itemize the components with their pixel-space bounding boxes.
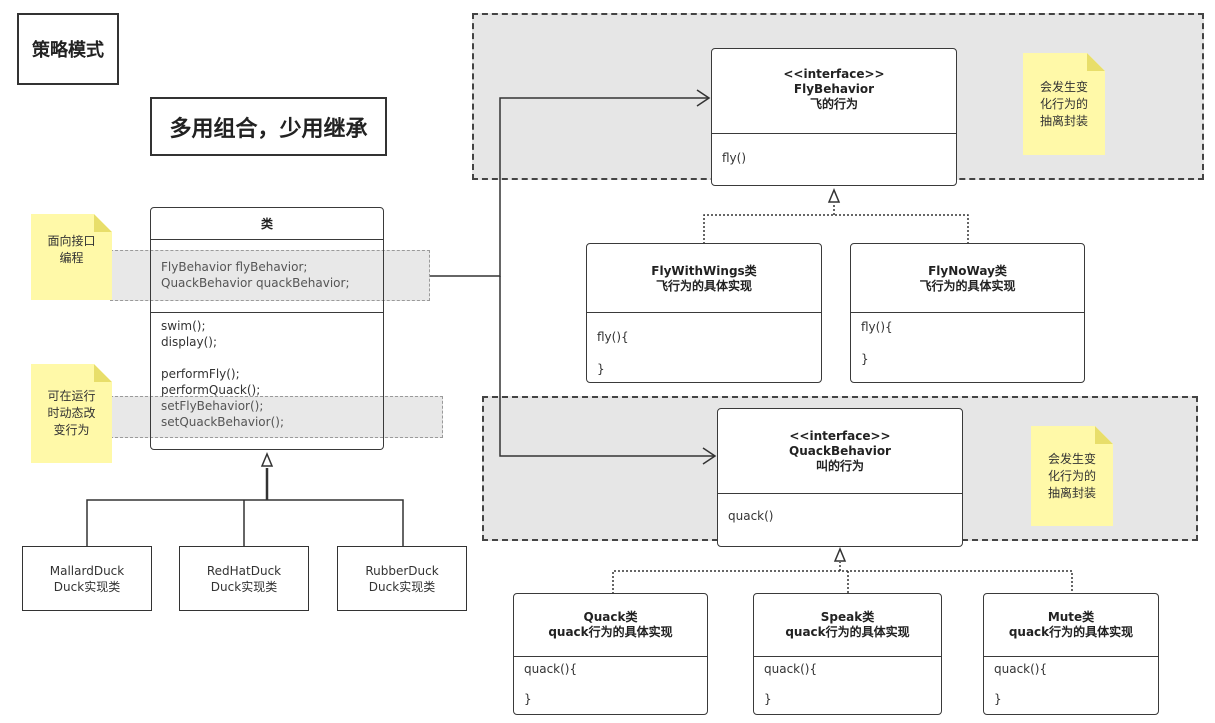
runtime-note-line-1: 可在运行 (47, 389, 96, 403)
mute-class-method-open: quack(){ (994, 662, 1048, 676)
subclass-desc: Duck实现类 (53, 579, 121, 594)
flynoway-method-open: fly(){ (861, 320, 893, 334)
flybehavior-name: FlyBehavior (793, 82, 875, 96)
fly-note-line-1: 会发生变 (1039, 79, 1088, 94)
duck-method-swim: swim(); (161, 319, 206, 333)
duck-field-fly: FlyBehavior flyBehavior; (161, 260, 308, 274)
quack-class-name: Quack类 (583, 610, 638, 624)
quack-encapsulation-note: 会发生变 化行为的 抽离封装 (1031, 426, 1113, 526)
subclass-desc: Duck实现类 (368, 579, 436, 594)
speak-class-method-close: } (764, 692, 772, 706)
setters-highlight (110, 396, 443, 438)
fly-note-line-2: 化行为的 (1039, 96, 1088, 111)
mute-class-name: Mute类 (1047, 610, 1095, 624)
subclass-name: RedHatDuck (206, 563, 282, 578)
subclass-rubberduck: RubberDuck Duck实现类 (337, 546, 467, 611)
page-title-text: 策略模式 (32, 40, 104, 61)
duck-method-performfly: performFly(); (161, 367, 240, 381)
quackbehavior-stereotype: <<interface>> (789, 429, 891, 443)
quack-association-line (499, 276, 714, 457)
runtime-change-note: 可在运行 时动态改 变行为 (31, 364, 112, 463)
speak-class-name: Speak类 (820, 610, 875, 624)
quack-class-desc: quack行为的具体实现 (548, 625, 673, 639)
quack-realization-line (612, 570, 1073, 594)
speak-class: Speak类 quack行为的具体实现 quack(){ } (753, 593, 942, 715)
quackbehavior-desc: 叫的行为 (815, 459, 864, 473)
fly-realization-line (703, 214, 969, 244)
speak-class-desc: quack行为的具体实现 (785, 625, 910, 639)
fly-encapsulation-note: 会发生变 化行为的 抽离封装 (1023, 53, 1105, 155)
quack-class: Quack类 quack行为的具体实现 quack(){ } (513, 593, 708, 715)
flywithwings-method-close: } (597, 362, 605, 376)
runtime-note-line-3: 变行为 (53, 423, 90, 437)
duck-method-display: display(); (161, 335, 218, 349)
flywithwings-class: FlyWithWings类 飞行为的具体实现 fly(){ } (586, 243, 822, 383)
subclass-name: RubberDuck (365, 563, 439, 578)
fly-realization-arrowhead (827, 188, 841, 203)
duck-method-setquackbehavior: setQuackBehavior(); (161, 415, 284, 429)
mute-class-desc: quack行为的具体实现 (1008, 625, 1134, 639)
duck-class-name: 类 (260, 217, 273, 231)
subclass-redhatduck: RedHatDuck Duck实现类 (179, 546, 309, 611)
mute-class-method-close: } (994, 692, 1002, 706)
interface-note-line-1: 面向接口 (47, 234, 96, 248)
flywithwings-name: FlyWithWings类 (651, 264, 757, 278)
duck-method-setflybehavior: setFlyBehavior(); (161, 399, 264, 413)
fly-association-line (430, 97, 708, 277)
fly-association-arrowhead (696, 89, 711, 107)
page-title: 策略模式 (17, 13, 119, 85)
quack-association-arrowhead (702, 447, 717, 465)
quackbehavior-interface: <<interface>> QuackBehavior 叫的行为 quack() (717, 408, 963, 547)
fly-note-line-3: 抽离封装 (1039, 113, 1088, 128)
flywithwings-desc: 飞行为的具体实现 (655, 279, 752, 293)
quack-note-line-3: 抽离封装 (1047, 485, 1096, 500)
flybehavior-stereotype: <<interface>> (783, 67, 885, 81)
interface-note-line-2: 编程 (59, 251, 84, 265)
flynoway-desc: 飞行为的具体实现 (919, 279, 1016, 293)
subclass-desc: Duck实现类 (210, 579, 278, 594)
inheritance-arrowhead (260, 452, 274, 467)
flywithwings-method-open: fly(){ (597, 330, 629, 344)
mute-class: Mute类 quack行为的具体实现 quack(){ } (983, 593, 1159, 715)
quack-class-method-open: quack(){ (524, 662, 578, 676)
speak-class-method-open: quack(){ (764, 662, 818, 676)
runtime-note-line-2: 时动态改 (47, 406, 96, 420)
flybehavior-desc: 飞的行为 (809, 97, 858, 111)
subclass-name: MallardDuck (49, 563, 125, 578)
flybehavior-interface: <<interface>> FlyBehavior 飞的行为 fly() (711, 48, 957, 186)
inheritance-line (86, 499, 404, 546)
duck-field-quack: QuackBehavior quackBehavior; (161, 276, 350, 290)
flynoway-class: FlyNoWay类 飞行为的具体实现 fly(){ } (850, 243, 1085, 383)
quack-note-line-1: 会发生变 (1047, 451, 1096, 466)
quackbehavior-method: quack() (728, 509, 774, 523)
quack-note-line-2: 化行为的 (1047, 468, 1096, 483)
slogan-box: 多用组合，少用继承 (150, 97, 387, 156)
fields-highlight (110, 250, 430, 301)
quackbehavior-name: QuackBehavior (789, 444, 891, 458)
duck-class: 类 FlyBehavior flyBehavior; QuackBehavior… (150, 207, 384, 450)
interface-programming-note: 面向接口 编程 (31, 214, 112, 300)
slogan-text: 多用组合，少用继承 (169, 116, 368, 142)
quack-class-method-close: } (524, 692, 532, 706)
flybehavior-method: fly() (722, 151, 747, 165)
subclass-mallardduck: MallardDuck Duck实现类 (22, 546, 152, 611)
quack-realization-arrowhead (833, 547, 847, 562)
flynoway-name: FlyNoWay类 (928, 264, 1007, 278)
duck-method-performquack: performQuack(); (161, 383, 261, 397)
flynoway-method-close: } (861, 352, 869, 366)
